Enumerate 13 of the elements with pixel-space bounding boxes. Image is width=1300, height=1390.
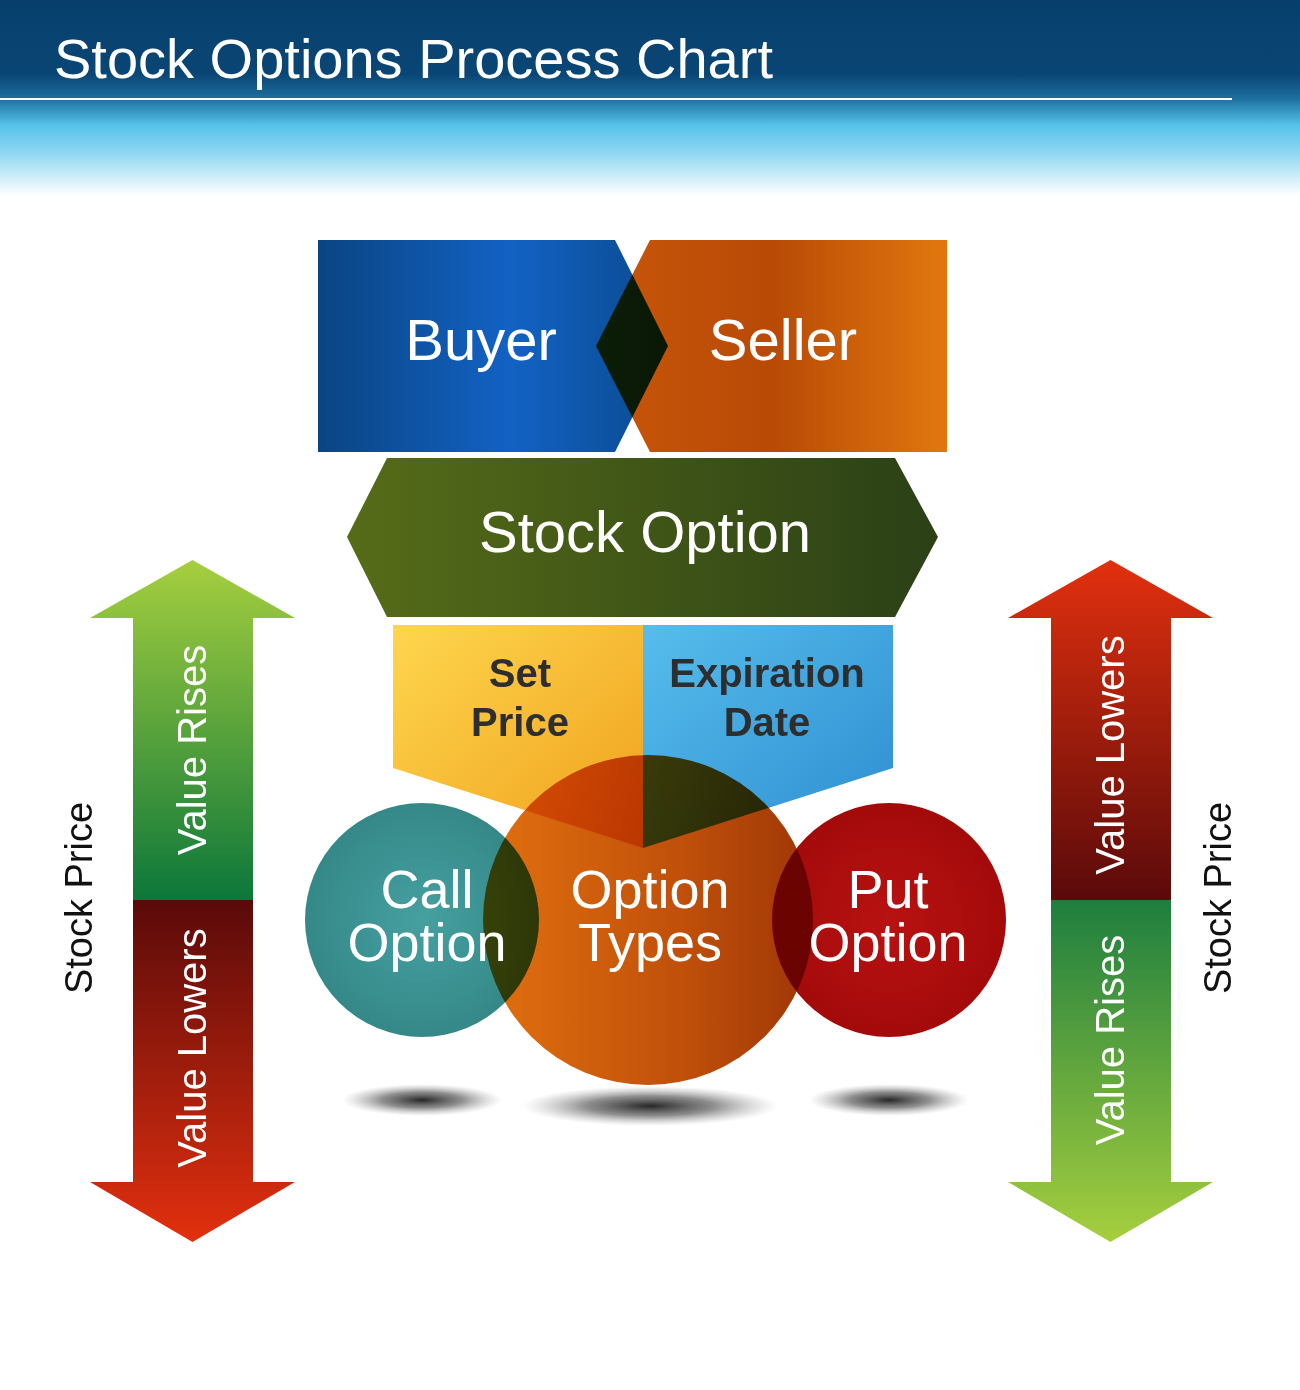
hexagon [347,458,938,617]
node-label: Seller [708,311,858,369]
node-label: Value Lowers [1090,635,1130,875]
node-label: Value Rises [172,644,212,856]
node-label: Expiration Date [669,650,865,746]
circle [772,803,1006,1037]
notched-box [596,240,947,452]
node-label: Set Price [471,650,569,746]
node-label: Value Rises [1090,934,1130,1146]
title: Stock Options Process Chart [54,28,773,90]
side-label: Stock Price [1199,801,1237,995]
side-label: Stock Price [60,801,98,995]
node-label: Value Lowers [172,928,212,1168]
